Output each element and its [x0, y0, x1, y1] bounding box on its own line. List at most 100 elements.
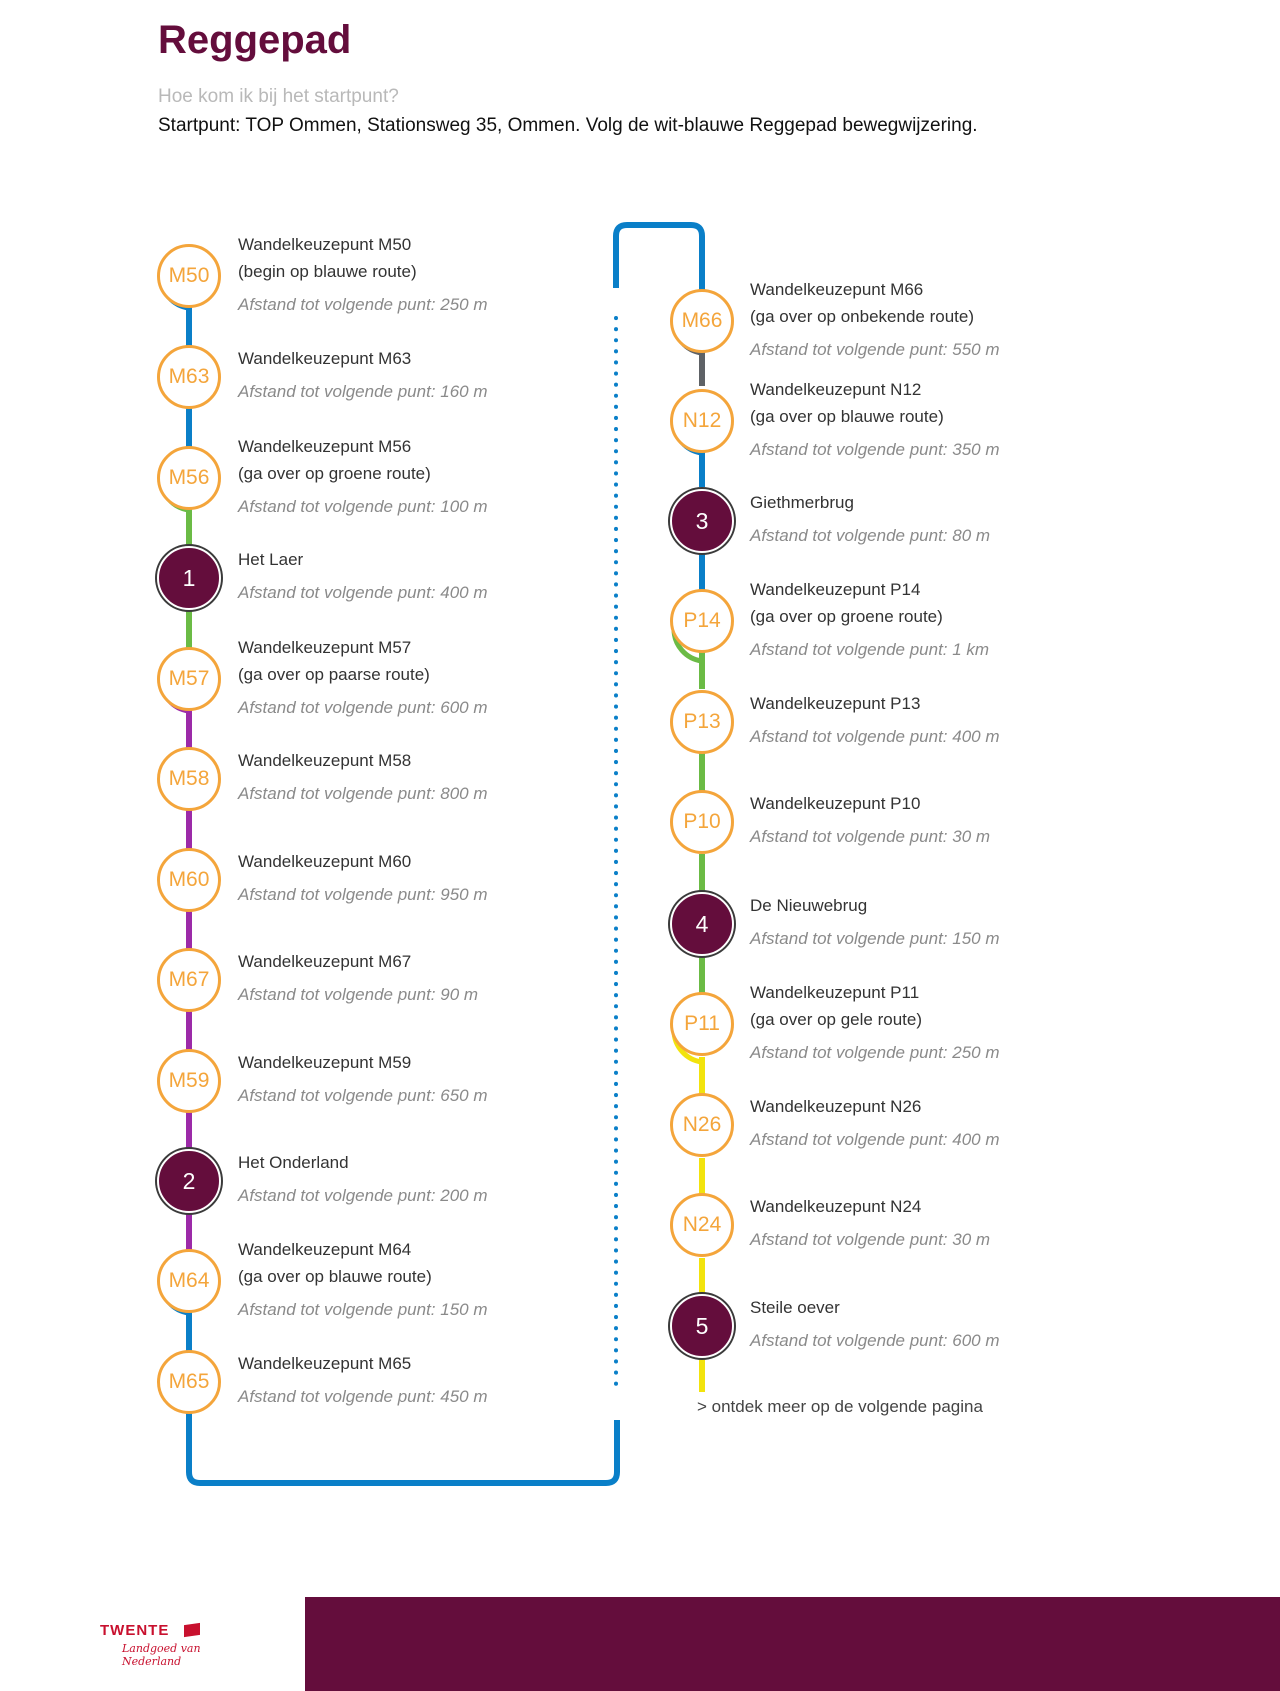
start-description: Startpunt: TOP Ommen, Stationsweg 35, Om… [158, 115, 978, 136]
stop-info: Wandelkeuzepunt P14(ga over op groene ro… [750, 576, 989, 663]
stop-info: Wandelkeuzepunt M50 (begin op blauwe rout… [238, 231, 488, 318]
stop-title: Wandelkeuzepunt M67 [238, 952, 412, 971]
start-question: Hoe kom ik bij het startpunt? [158, 86, 399, 107]
stop-info: Wandelkeuzepunt M64(ga over op blauwe ro… [238, 1236, 488, 1323]
stop-info: Wandelkeuzepunt M57(ga over op paarse ro… [238, 634, 488, 721]
next-page-link[interactable]: > ontdek meer op de volgende pagina [697, 1397, 983, 1416]
waypoint-marker: M65 [157, 1350, 221, 1414]
stop-instruction: (ga over op groene route) [238, 464, 431, 483]
stop-distance: Afstand tot volgende punt: 950 m [238, 885, 488, 904]
stop-instruction: (ga over op onbekende route) [750, 307, 974, 326]
waypoint-marker: P10 [670, 790, 734, 854]
poi-marker: 4 [670, 892, 734, 956]
waypoint-marker: M63 [157, 345, 221, 409]
poi-marker: 2 [157, 1149, 221, 1213]
stop-title: Wandelkeuzepunt P11 [750, 983, 920, 1002]
stop-distance: Afstand tot volgende punt: 550 m [750, 340, 1000, 359]
stop-distance: Afstand tot volgende punt: 600 m [238, 698, 488, 717]
stop-distance: Afstand tot volgende punt: 150 m [750, 929, 1000, 948]
stop-title: Wandelkeuzepunt M56 [238, 437, 412, 456]
waypoint-marker: P14 [670, 589, 734, 653]
stop-distance: Afstand tot volgende punt: 650 m [238, 1086, 488, 1105]
stop-info: Wandelkeuzepunt N12 (ga over op blauwe ro… [750, 376, 1000, 463]
stop-instruction: (ga over op paarse route) [238, 665, 430, 684]
stop-title: Wandelkeuzepunt N24 [750, 1197, 922, 1216]
waypoint-marker: M57 [157, 647, 221, 711]
stop-distance: Afstand tot volgende punt: 250 m [750, 1043, 1000, 1062]
stop-distance: Afstand tot volgende punt: 250 m [238, 295, 488, 314]
footer-bar [305, 1597, 1280, 1691]
stop-info: Wandelkeuzepunt M56 (ga over op groene ro… [238, 433, 488, 520]
waypoint-marker: M59 [157, 1049, 221, 1113]
waypoint-marker: P13 [670, 690, 734, 754]
poi-marker: 3 [670, 489, 734, 553]
waypoint-marker: N24 [670, 1193, 734, 1257]
stop-distance: Afstand tot volgende punt: 800 m [238, 784, 488, 803]
stop-title: Giethmerbrug [750, 493, 854, 512]
page-title: Reggepad [158, 18, 352, 62]
stop-title: Wandelkeuzepunt M58 [238, 751, 412, 770]
logo-wordmark: TWENTE [100, 1622, 170, 1639]
stop-title: Het Onderland [238, 1153, 349, 1172]
stop-title: Het Laer [238, 550, 304, 569]
stop-instruction: (ga over op blauwe route) [750, 407, 944, 426]
stop-distance: Afstand tot volgende punt: 400 m [750, 727, 1000, 746]
stop-distance: Afstand tot volgende punt: 90 m [238, 985, 479, 1004]
stop-distance: Afstand tot volgende punt: 400 m [750, 1130, 1000, 1149]
stop-distance: Afstand tot volgende punt: 600 m [750, 1331, 1000, 1350]
stop-distance: Afstand tot volgende punt: 350 m [750, 440, 1000, 459]
waypoint-marker: M60 [157, 848, 221, 912]
stop-instruction: (ga over op groene route) [750, 607, 943, 626]
stop-info: Wandelkeuzepunt P11 (ga over op gele rout… [750, 979, 1000, 1066]
stop-title: Wandelkeuzepunt M60 [238, 852, 412, 871]
poi-marker: 5 [670, 1294, 734, 1358]
stop-distance: Afstand tot volgende punt: 160 m [238, 382, 488, 401]
stop-title: Wandelkeuzepunt M50 [238, 235, 412, 254]
stop-info: Wandelkeuzepunt M66 (ga over op onbekende… [750, 276, 1000, 363]
stop-instruction: (begin op blauwe route) [238, 262, 417, 281]
stop-distance: Afstand tot volgende punt: 1 km [750, 640, 990, 659]
stop-title: De Nieuwebrug [750, 896, 868, 915]
stop-title: Wandelkeuzepunt M64 [238, 1240, 412, 1259]
waypoint-marker: N26 [670, 1093, 734, 1157]
stop-title: Wandelkeuzepunt M66 [750, 280, 924, 299]
stop-distance: Afstand tot volgende punt: 150 m [238, 1300, 488, 1319]
waypoint-marker: M50 [157, 244, 221, 308]
waypoint-marker: P11 [670, 992, 734, 1056]
stop-title: Wandelkeuzepunt M59 [238, 1053, 412, 1072]
waypoint-marker: M64 [157, 1249, 221, 1313]
stop-distance: Afstand tot volgende punt: 200 m [238, 1186, 488, 1205]
stop-title: Wandelkeuzepunt N26 [750, 1097, 922, 1116]
route-line-blue-top [613, 222, 705, 293]
waypoint-marker: M56 [157, 446, 221, 510]
stop-title: Steile oever [750, 1298, 840, 1317]
poi-marker: 1 [157, 546, 221, 610]
stop-title: Wandelkeuzepunt M63 [238, 349, 412, 368]
stop-instruction: (ga over op gele route) [750, 1010, 922, 1029]
stop-title: Wandelkeuzepunt P13 [750, 694, 921, 713]
waypoint-marker: M67 [157, 948, 221, 1012]
stop-title: Wandelkeuzepunt M65 [238, 1354, 412, 1373]
stop-title: Wandelkeuzepunt P10 [750, 794, 921, 813]
twente-logo: TWENTE Landgoed van Nederland [98, 1622, 208, 1670]
stop-distance: Afstand tot volgende punt: 80 m [750, 526, 991, 545]
waypoint-marker: M58 [157, 747, 221, 811]
waypoint-marker: M66 [670, 289, 734, 353]
logo-flag-icon [184, 1622, 200, 1638]
logo-tagline: Landgoed van Nederland [122, 1642, 201, 1668]
stop-distance: Afstand tot volgende punt: 400 m [238, 583, 488, 602]
stop-title: Wandelkeuzepunt N12 [750, 380, 922, 399]
